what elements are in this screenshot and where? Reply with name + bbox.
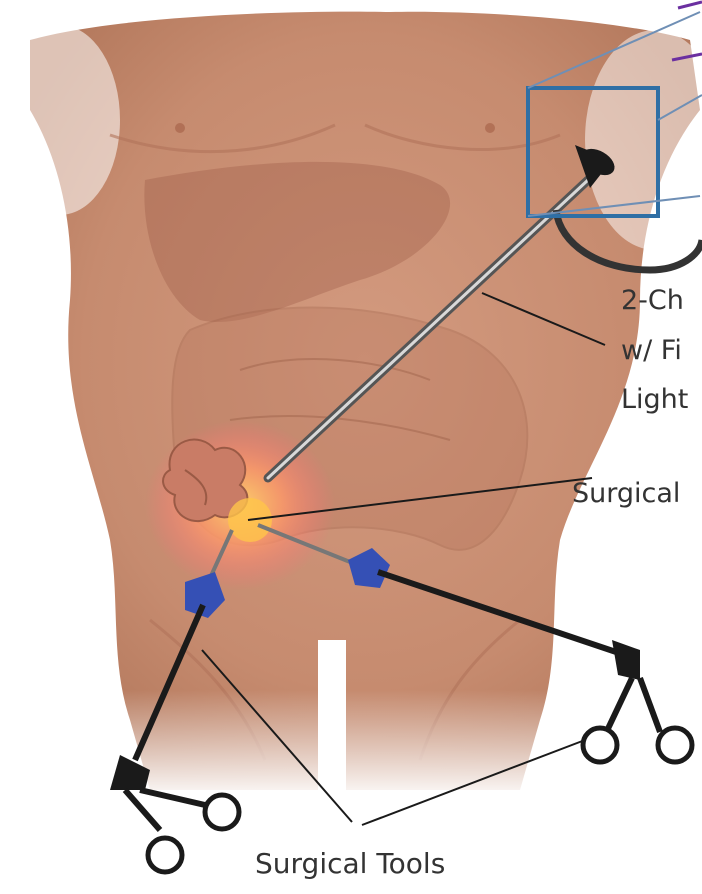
label-surgical-site: Surgical bbox=[572, 476, 680, 511]
label-scope-line3: Light bbox=[621, 382, 688, 417]
label-scope-line1: 2-Ch bbox=[621, 283, 684, 318]
label-surgical-tools: Surgical Tools bbox=[255, 846, 445, 881]
label-scope-line2: w/ Fi bbox=[621, 333, 682, 368]
